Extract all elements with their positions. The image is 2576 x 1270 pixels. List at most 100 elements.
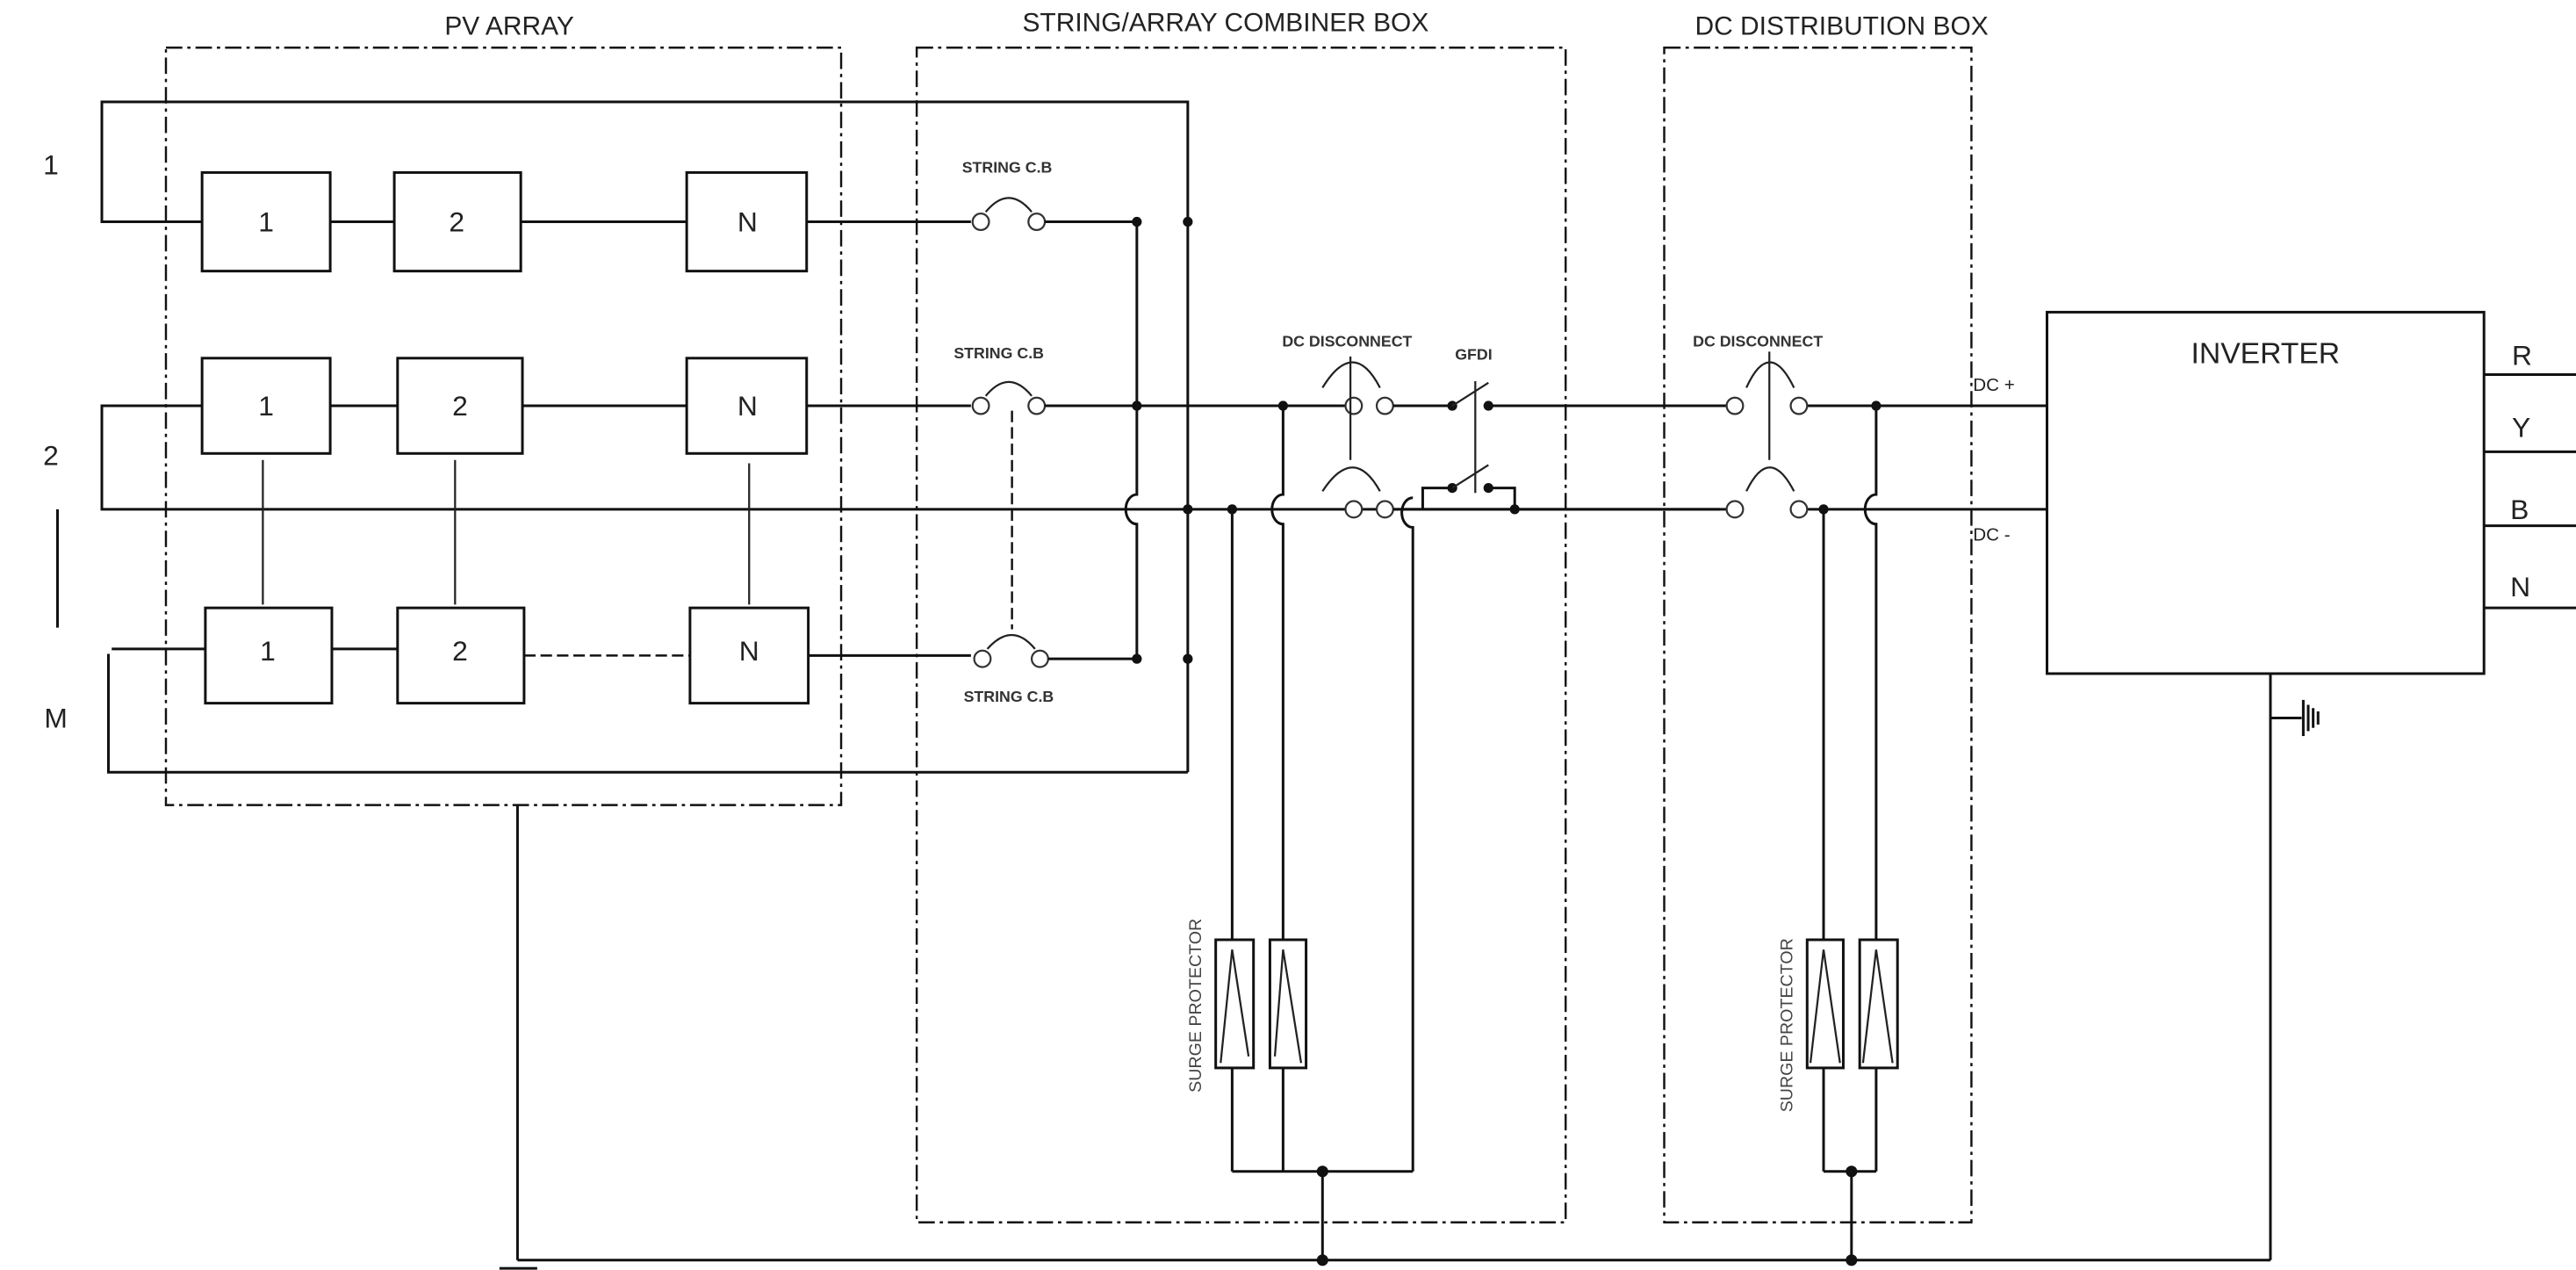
switch-arc [1321,466,1381,492]
combiner-box-title: STRING/ARRAY COMBINER BOX [1022,9,1428,38]
gfdi-label: GFDI [1455,346,1492,364]
switch-terminal [1789,396,1809,415]
junction-dot [1818,504,1829,515]
junction-dot [1132,653,1142,664]
dc-distribution-box-enclosure [1663,47,1973,1223]
switch-arc [1745,466,1795,492]
module-label: 2 [449,206,464,238]
junction-dot [1132,216,1142,227]
string-cb-m: STRING C.B [964,634,1137,705]
phase-label-b: B [2510,494,2529,525]
inverter-label: INVERTER [2191,337,2341,370]
gfdi-bypass [1421,487,1453,509]
negative-bus-wire [100,404,1721,511]
phase-label-r: R [2512,339,2532,371]
surge-protector-label: SURGE PROTECTOR [1777,938,1796,1112]
dist-dc-disconnect: DC DISCONNECT [1693,333,1823,519]
string-cb-label: STRING C.B [962,158,1053,176]
cb-arc [986,634,1036,650]
pv-module [396,606,526,705]
dc-distribution-box-title: DC DISTRIBUTION BOX [1695,11,1988,40]
junction-dot [1183,216,1193,227]
module-label: N [738,206,758,238]
dc-minus-label: DC - [1973,524,2010,545]
module-label: 1 [258,206,274,238]
pv-module [200,170,332,273]
pv-array-title: PV ARRAY [444,11,574,40]
switch-terminal [1375,500,1394,519]
module-label: 1 [258,390,274,422]
surge-zigzag [1220,949,1250,1064]
string-row-m: 1 2 N [107,606,1188,774]
module-label: 2 [452,390,468,422]
combiner-surge-protector: SURGE PROTECTOR [1186,406,1414,1178]
inverter-ground-icon [2269,673,2320,1260]
junction-dot [1183,653,1193,664]
pv-module [685,170,809,273]
switch-terminal [1344,396,1364,415]
pv-array-enclosure [164,47,843,806]
pv-module [396,357,524,455]
module-label: 2 [452,635,468,667]
surge-wire-positive [1863,406,1878,1172]
surge-zigzag [1861,949,1894,1064]
dc-disconnect-label: DC DISCONNECT [1282,333,1412,350]
dist-surge-protector: SURGE PROTECTOR [1777,400,1899,1178]
string-cb-label: STRING C.B [964,688,1054,705]
junction-dot [1846,1254,1858,1266]
pv-module [685,357,809,455]
main-ground-bus [499,805,2270,1270]
dc-plus-label: DC + [1973,375,2014,395]
gfdi-blade [1451,381,1489,407]
string-cb-2: STRING C.B [953,344,1047,415]
surge-zigzag [1809,949,1841,1064]
cb-terminal [1027,213,1047,232]
cb-terminal [971,213,990,232]
module-label: N [738,390,758,422]
negative-return-wire-1 [100,100,1190,773]
surge-protector-label: SURGE PROTECTOR [1186,919,1205,1093]
inverter-box [2045,310,2486,675]
junction-dot [1871,400,1882,411]
negative-return-wire-m [107,653,1188,774]
switch-terminal [1375,396,1394,415]
module-label: 1 [260,635,276,667]
switch-terminal [1725,396,1745,415]
string-label-1: 1 [43,148,59,180]
cb-terminal [1030,649,1049,668]
cb-terminal [971,396,990,415]
gfdi-ground-wire [1400,496,1414,1172]
pv-module [688,606,810,705]
combiner-dc-disconnect: DC DISCONNECT [1282,333,1413,519]
combiner-box-enclosure [915,47,1567,1223]
pv-module [200,357,332,455]
cb-terminal [973,649,992,668]
gfdi: GFDI [1421,346,1520,515]
surge-zigzag [1273,949,1303,1064]
module-label: N [739,635,759,667]
string-cb-label: STRING C.B [953,344,1044,362]
positive-combiner-bus [1124,221,1139,660]
surge-wire-positive [1270,406,1284,1172]
gfdi-blade [1451,464,1489,489]
junction-dot [1183,504,1193,515]
phase-label-n: N [2510,571,2530,603]
switch-arc [1321,361,1381,389]
string-label-m: M [44,703,68,734]
string-row-2: 1 2 N [100,357,1721,605]
dc-disconnect-label: DC DISCONNECT [1693,333,1823,350]
string-label-2: 2 [43,439,59,471]
switch-terminal [1789,500,1809,519]
pv-module [204,606,334,705]
gfdi-bypass [1488,487,1516,509]
phase-label-y: Y [2512,412,2530,444]
switch-terminal [1725,500,1745,519]
switch-terminal [1344,500,1364,519]
pv-module [392,170,522,273]
string-row-1: 1 2 N [100,100,1190,773]
cb-arc [984,380,1033,397]
junction-dot [1316,1254,1328,1266]
string-cb-1: STRING C.B [962,158,1137,232]
cb-arc [984,197,1033,213]
